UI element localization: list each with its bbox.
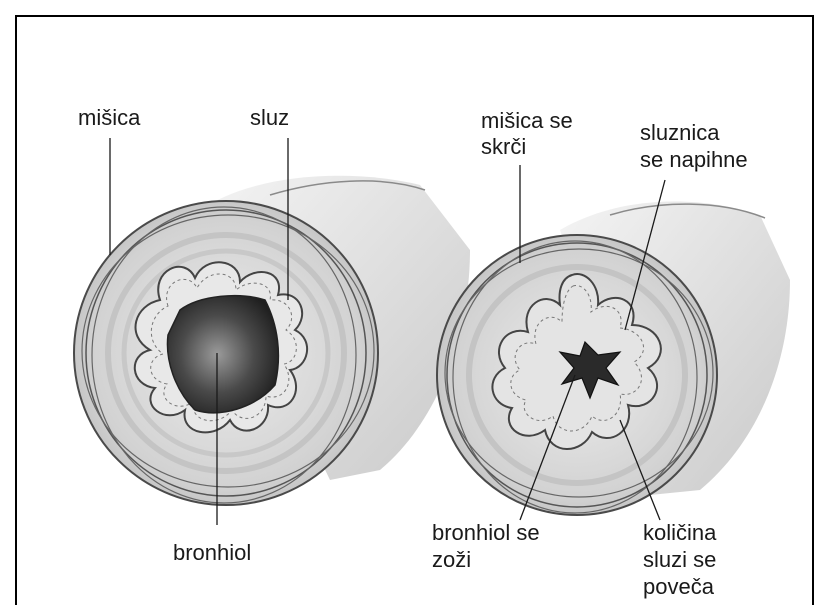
label-bronchiole-narrows-line1: bronhiol se [432,520,540,546]
label-mucus: sluz [250,105,289,131]
left-bronchiole [74,176,470,505]
label-mucus-increases-line1: količina [643,520,716,546]
label-mucosa-swells-line2: se napihne [640,147,748,173]
label-muscle-contracts-line2: skrči [481,134,526,160]
label-muscle: mišica [78,105,140,131]
label-mucosa-swells-line1: sluznica [640,120,719,146]
right-bronchiole [437,201,790,515]
left-lumen [167,296,278,413]
label-muscle-contracts-line1: mišica se [481,108,573,134]
label-mucus-increases-line2: sluzi se [643,547,716,573]
label-bronchiole-narrows-line2: zoži [432,547,471,573]
label-bronchiole: bronhiol [173,540,251,566]
label-mucus-increases-line3: poveča [643,574,714,600]
